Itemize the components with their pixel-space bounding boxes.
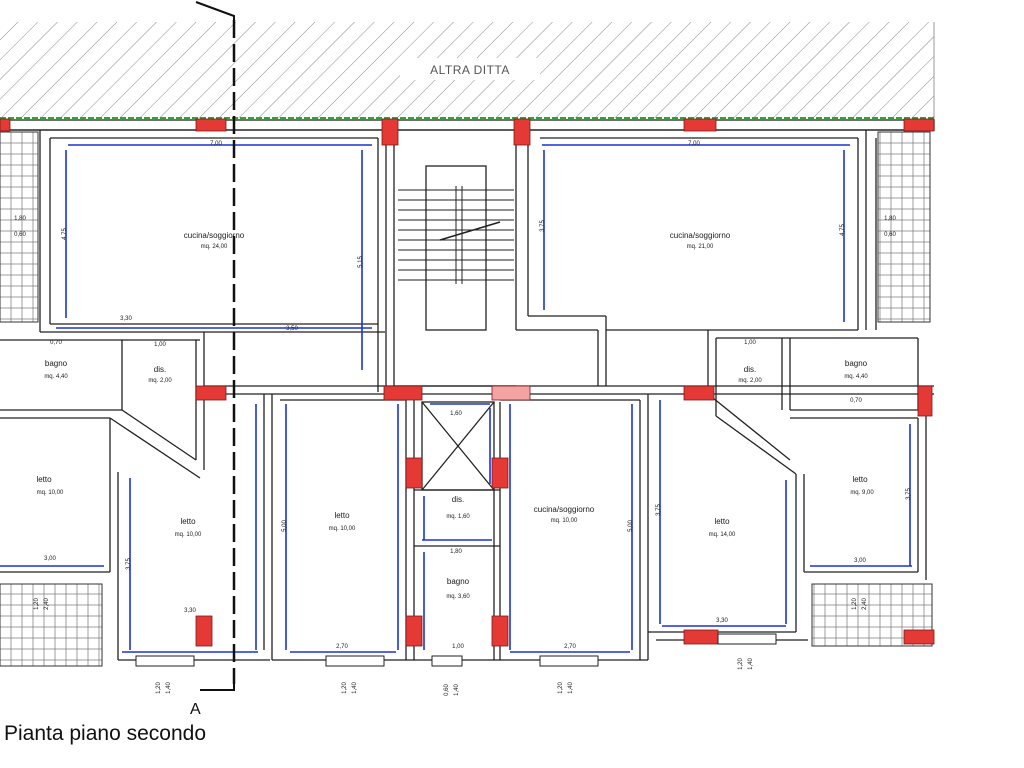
room-name: letto [334,511,350,520]
dim-label: 2,40 [44,598,50,610]
dim-label: 1,80 [450,549,462,555]
dim-label: 0,70 [50,340,62,346]
balcony-bottom-left [0,583,103,667]
room-name: bagno [45,359,68,368]
dim-label: 3,75 [656,504,662,516]
dim-label: 1,80 [884,216,896,222]
dimension-labels: 7,00 7,00 4,75 5,15 3,75 4,75 1,80 0,60 … [14,141,912,696]
pillars [0,118,935,647]
dim-label: 1,40 [454,684,460,696]
dim-label: 5,00 [282,520,288,532]
balcony-top-left [0,131,39,323]
section-arrow-bottom [200,684,235,691]
dim-label: 7,00 [688,141,700,147]
dim-label: 3,00 [854,558,866,564]
room-name: cucina/soggiorno [670,231,731,240]
dim-label: 1,40 [748,658,754,670]
dim-label: 1,40 [352,682,358,694]
dim-label: 3,00 [44,556,56,562]
section-marker: A [190,701,201,718]
room-area: mq. 10,00 [175,532,202,538]
room-area: mq. 14,00 [709,532,736,538]
dim-label: 3,50 [286,326,298,332]
dim-label: 0,70 [850,398,862,404]
room-name: letto [180,517,196,526]
dim-label: 3,75 [540,220,546,232]
balcony-top-right [877,131,931,323]
neighbor-label: ALTRA DITTA [430,63,510,77]
room-area: mq. 3,60 [446,594,470,600]
windows [135,633,777,667]
dim-label: 1,00 [452,644,464,650]
stair-treads [398,186,514,284]
room-labels: cucina/soggiorno mq. 24,00 cucina/soggio… [36,231,874,600]
room-area: mq. 4,40 [44,374,68,380]
dim-label: 4,75 [840,224,846,236]
drawing-caption: Pianta piano secondo [4,722,206,745]
dim-label: 7,00 [210,141,222,147]
room-name: dis. [154,365,166,374]
room-name: bagno [447,577,470,586]
dim-label: 2,70 [336,644,348,650]
dim-label: 1,40 [166,682,172,694]
walls [0,119,935,661]
room-area: mq. 1,60 [446,514,470,520]
room-area: mq. 10,00 [329,526,356,532]
room-name: dis. [744,365,756,374]
dim-label: 1,00 [154,342,166,348]
room-name: dis. [452,495,464,504]
room-name: bagno [845,359,868,368]
room-name: letto [36,475,52,484]
dim-label: 1,00 [744,340,756,346]
dim-label: 3,75 [126,558,132,570]
dim-label: 4,75 [62,228,68,240]
dim-label: 1,20 [852,598,858,610]
room-area: mq. 10,00 [551,518,578,524]
dim-label: 1,20 [738,658,744,670]
room-name: letto [714,517,730,526]
dim-label: 1,80 [14,216,26,222]
dim-label: 3,30 [716,618,728,624]
room-area: mq. 21,00 [687,244,714,250]
dim-label: 0,60 [444,684,450,696]
room-area: mq. 2,00 [738,378,762,384]
room-area: mq. 24,00 [201,244,228,250]
room-area: mq. 10,00 [37,490,64,496]
dimension-lines [0,144,912,653]
dim-label: 0,60 [884,232,896,238]
room-area: mq. 2,00 [148,378,172,384]
room-name: letto [852,475,868,484]
dim-label: 2,40 [862,598,868,610]
dim-label: 1,20 [156,682,162,694]
dim-label: 1,20 [34,598,40,610]
room-area: mq. 4,40 [844,374,868,380]
dim-label: 3,30 [120,316,132,322]
dim-label: 3,30 [184,608,196,614]
dim-label: 1,60 [450,411,462,417]
dim-label: 1,20 [342,682,348,694]
dim-label: 1,40 [568,682,574,694]
room-name: cucina/soggiorno [534,505,595,514]
section-arrow-top [195,1,235,20]
dim-label: 3,75 [906,488,912,500]
room-area: mq. 9,00 [850,490,874,496]
room-name: cucina/soggiorno [184,231,245,240]
dim-label: 2,70 [564,644,576,650]
dim-label: 1,20 [558,682,564,694]
dim-label: 5,00 [628,520,634,532]
dim-label: 0,60 [14,232,26,238]
dim-label: 5,15 [358,256,364,268]
